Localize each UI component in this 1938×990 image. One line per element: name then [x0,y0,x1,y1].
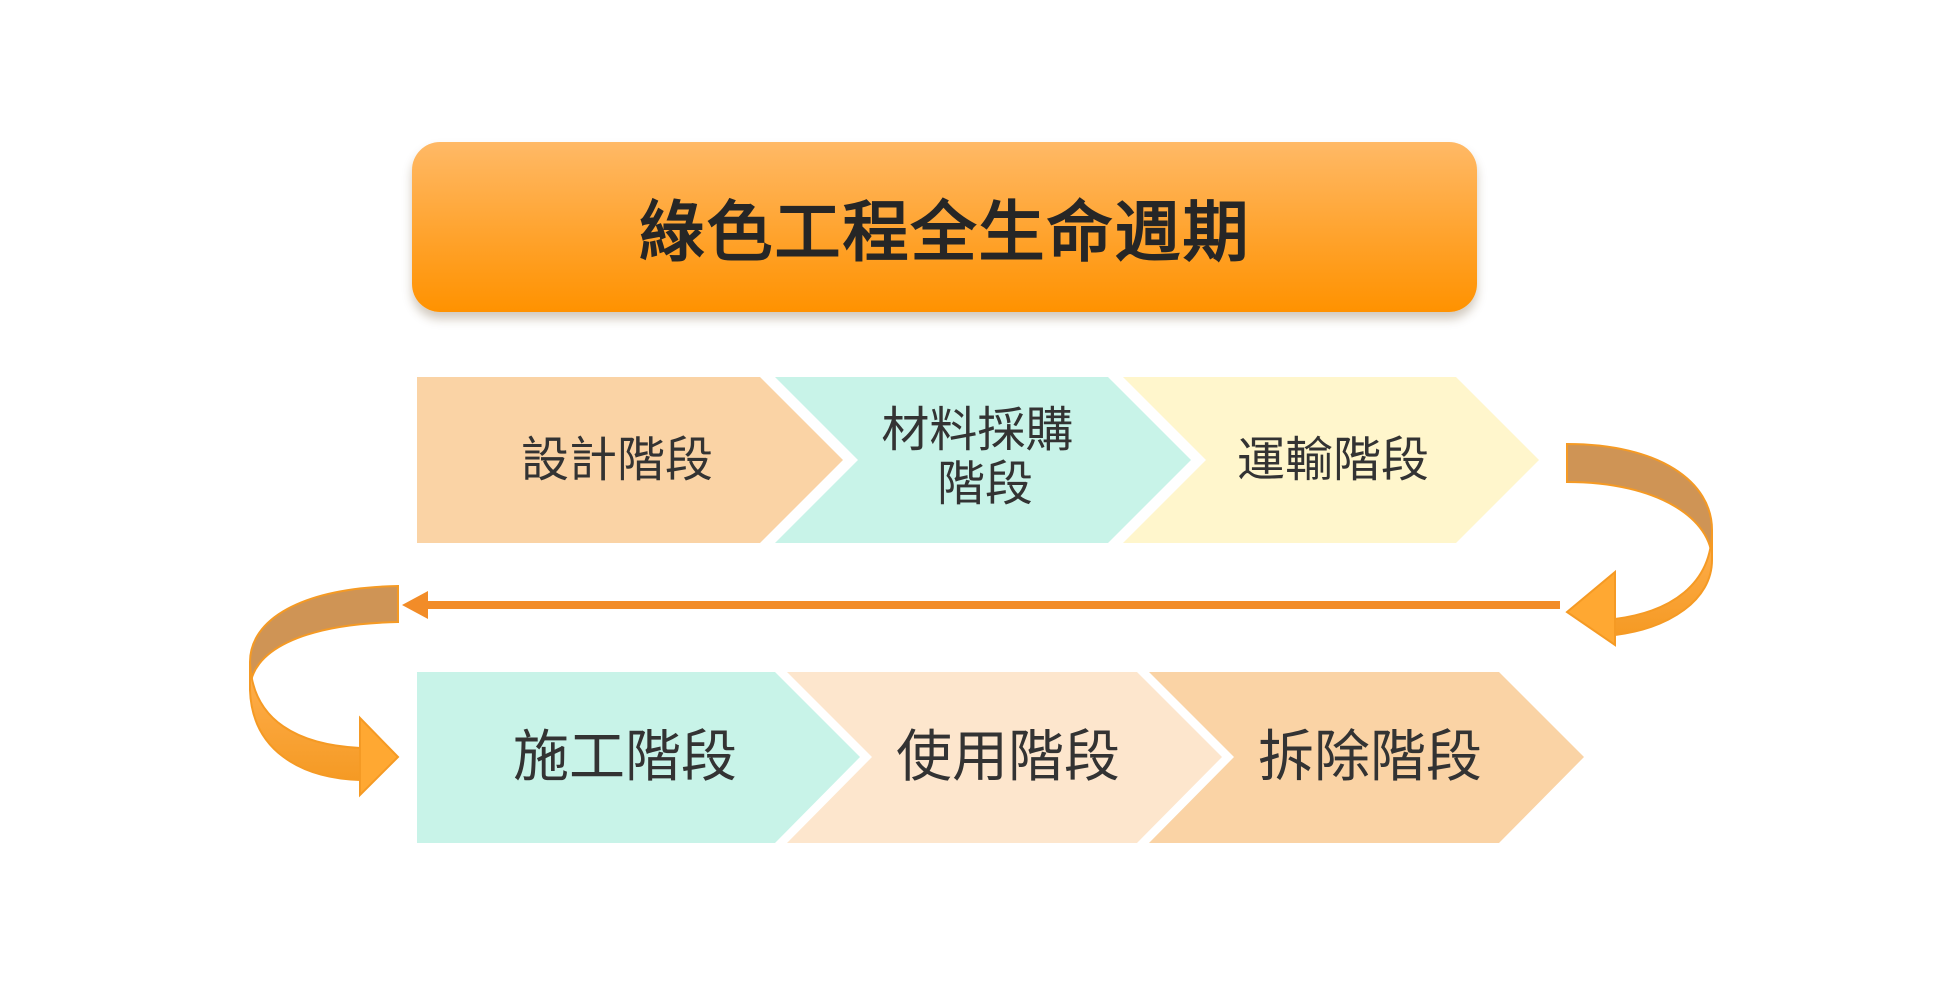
stage-label-procurement: 材料採購 階段 [881,402,1088,512]
stage-shape-design [417,377,843,543]
stage-label-construction: 施工階段 [513,725,737,790]
row1-stages: 設計階段 材料採購 階段 運輸階段 [417,377,1539,543]
stage-shape-use [787,672,1222,843]
stage-label-transport: 運輸階段 [1237,432,1429,488]
stage-label-demolition: 拆除階段 [1258,725,1482,790]
stage-shape-transport [1123,377,1539,543]
stage-label-procurement-line2: 階段 [937,456,1033,512]
return-arrow [402,591,1560,619]
left-curved-arrow [249,584,400,798]
title-banner: 綠色工程全生命週期 [412,142,1477,312]
row2-stages: 施工階段 使用階段 拆除階段 [417,672,1584,843]
right-curved-arrow [1565,442,1713,647]
diagram-title: 綠色工程全生命週期 [638,194,1251,271]
stage-label-procurement-line1: 材料採購 [881,402,1073,458]
stage-label-design: 設計階段 [521,432,713,488]
stage-label-use: 使用階段 [896,725,1120,790]
stage-shape-demolition [1149,672,1584,843]
stage-shape-procurement [775,377,1191,543]
stage-shape-construction [417,672,860,843]
